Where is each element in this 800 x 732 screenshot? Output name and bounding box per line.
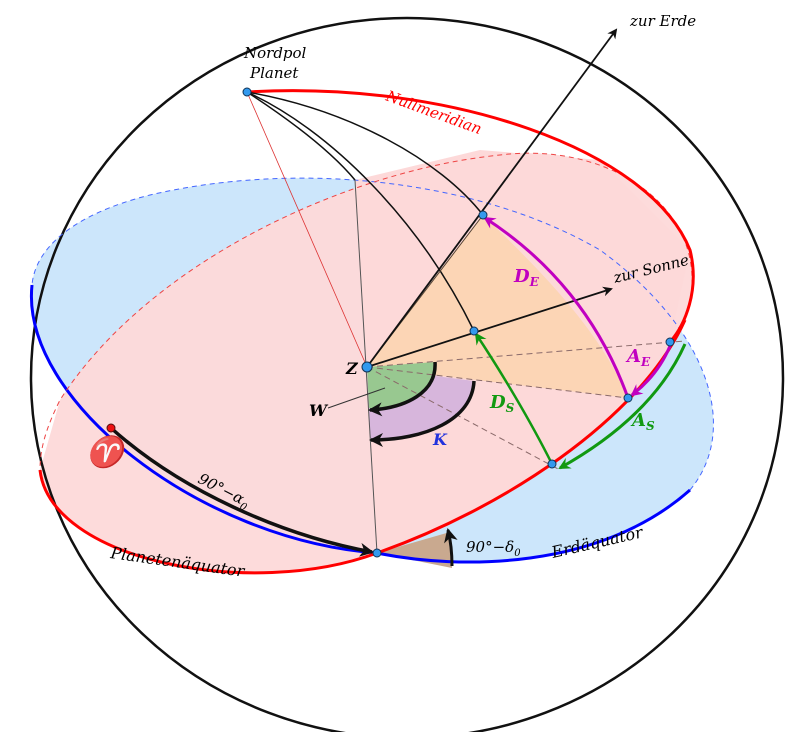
label-north-pole-2: Planet xyxy=(249,64,299,82)
label-delta: 90°−δ0 xyxy=(466,538,521,559)
aries-point xyxy=(106,423,116,433)
sphere-outline xyxy=(29,16,785,732)
ds-arc xyxy=(474,332,554,465)
earth-equator-front xyxy=(30,284,691,564)
label-k: K xyxy=(432,430,448,449)
delta-angle-wedge xyxy=(377,532,452,568)
pole-axis xyxy=(246,91,368,368)
alpha-arc xyxy=(109,426,374,557)
k-arc xyxy=(369,380,476,447)
w-pointer xyxy=(327,387,386,409)
sun-earth-sector xyxy=(367,215,628,398)
sun-direction-arrow xyxy=(366,286,613,368)
w-arc xyxy=(368,361,437,417)
z-point xyxy=(361,361,373,373)
north-pole-point xyxy=(242,87,252,97)
as-point xyxy=(623,393,633,403)
label-as: AS xyxy=(630,410,655,433)
meridian-earth xyxy=(246,91,484,216)
as-arc xyxy=(558,343,687,470)
ae-point xyxy=(665,337,675,347)
label-z: Z xyxy=(345,359,359,378)
prime-meridian xyxy=(246,89,695,343)
aries-symbol: ♈ xyxy=(86,434,129,470)
earth-point xyxy=(478,210,488,220)
node-point xyxy=(372,548,382,558)
delta-arc xyxy=(444,528,458,567)
dash-ae xyxy=(366,340,686,368)
meridian-z xyxy=(246,91,356,181)
label-ds: DS xyxy=(489,392,515,415)
label-w: W xyxy=(309,401,329,420)
de-arc xyxy=(483,216,630,399)
label-de: DE xyxy=(513,266,540,289)
sun-point xyxy=(469,326,479,336)
dash-ds xyxy=(366,366,561,471)
label-earth: zur Erde xyxy=(629,12,696,30)
meridian-sun xyxy=(246,91,475,332)
ds-point xyxy=(547,459,557,469)
ae-arc xyxy=(630,345,672,397)
earth-direction-arrow xyxy=(366,28,618,368)
dash-as xyxy=(366,366,629,399)
label-north-pole-1: Nordpol xyxy=(243,44,307,62)
label-ae: AE xyxy=(625,346,651,369)
